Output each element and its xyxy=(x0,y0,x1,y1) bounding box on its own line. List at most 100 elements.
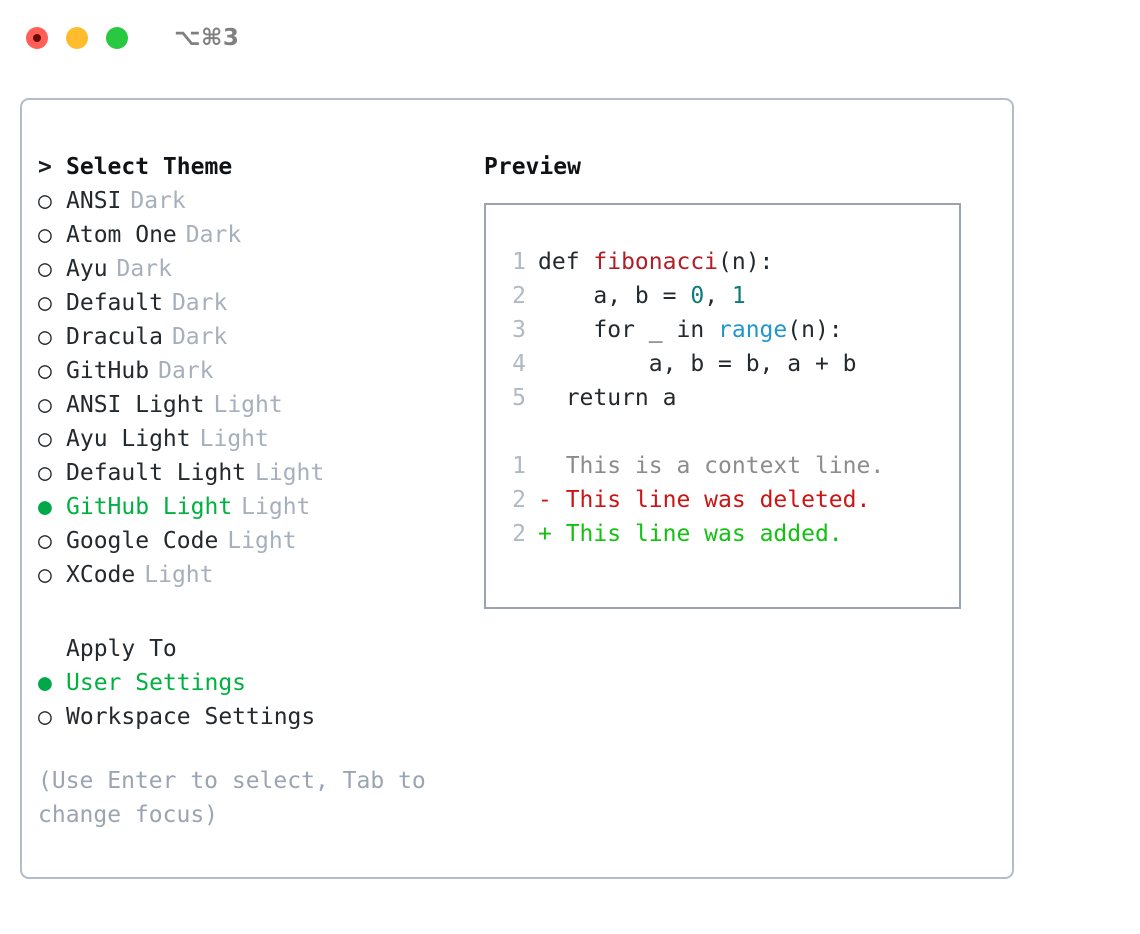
radio-unselected-icon: ○ xyxy=(38,290,52,316)
diff-line: 2- This line was deleted. xyxy=(500,483,959,517)
theme-name-label: XCode xyxy=(66,562,136,588)
apply-to-list: ● User Settings ○Workspace Settings xyxy=(38,666,484,734)
theme-list-item[interactable]: ○ GitHub Dark xyxy=(38,354,484,388)
code-token-fn: fibonacci xyxy=(593,249,719,275)
diff-line-number: 2 xyxy=(512,521,526,547)
code-sample: 1 def fibonacci(n): 2 a, b = 0, 1 3 for _ i… xyxy=(500,245,959,415)
radio-selected-icon: ● xyxy=(38,670,52,696)
apply-to-heading-label: Apply To xyxy=(66,636,177,662)
code-line: 4 a, b = b, a + b xyxy=(500,347,959,381)
code-token-plain: for _ in xyxy=(538,317,719,343)
apply-to-item-label: User Settings xyxy=(66,670,247,696)
radio-unselected-icon: ○ xyxy=(38,704,52,730)
theme-name-label: Ayu Light xyxy=(66,426,191,452)
code-diff-spacer xyxy=(500,415,959,449)
diff-text: This line was deleted. xyxy=(565,487,871,513)
code-token-plain: a, b = b, a + b xyxy=(538,351,857,377)
theme-name-label: GitHub xyxy=(66,358,150,384)
theme-name-label: Dracula xyxy=(66,324,163,350)
code-line-number: 3 xyxy=(512,317,526,343)
apply-to-item[interactable]: ○Workspace Settings xyxy=(38,700,484,734)
apply-to-item[interactable]: ● User Settings xyxy=(38,666,484,700)
theme-category-label: Light xyxy=(199,426,269,452)
theme-name-label: GitHub Light xyxy=(66,494,233,520)
theme-name-label: ANSI Light xyxy=(66,392,205,418)
radio-selected-icon: ● xyxy=(38,494,52,520)
diff-sample: 1 This is a context line.2- This line wa… xyxy=(500,449,959,551)
code-line-number: 1 xyxy=(512,249,526,275)
keyboard-shortcut-label: ⌥⌘3 xyxy=(174,25,240,51)
caret-icon: > xyxy=(38,154,52,180)
code-line: 5 return a xyxy=(500,381,959,415)
radio-unselected-icon: ○ xyxy=(38,460,52,486)
theme-list-item[interactable]: ○ Default Dark xyxy=(38,286,484,320)
code-line: 1 def fibonacci(n): xyxy=(500,245,959,279)
apply-to-heading: Apply To xyxy=(38,632,484,666)
theme-list-item[interactable]: ○ XCode Light xyxy=(38,558,484,592)
theme-name-label: Default Light xyxy=(66,460,247,486)
theme-list-item[interactable]: ○ Ayu Light Light xyxy=(38,422,484,456)
radio-unselected-icon: ○ xyxy=(38,426,52,452)
theme-category-label: Light xyxy=(241,494,311,520)
select-theme-heading-label: Select Theme xyxy=(66,154,233,180)
title-bar: ⌥⌘3 xyxy=(0,0,1140,76)
code-token-plain: , xyxy=(704,283,732,309)
code-line-number: 2 xyxy=(512,283,526,309)
diff-line-number: 1 xyxy=(512,453,526,479)
theme-category-label: Dark xyxy=(185,222,242,248)
diff-marker-del: - xyxy=(538,487,566,513)
theme-category-label: Dark xyxy=(158,358,214,384)
preview-box: 1 def fibonacci(n): 2 a, b = 0, 1 3 for _ i… xyxy=(484,203,961,609)
theme-category-label: Dark xyxy=(130,188,186,214)
radio-unselected-icon: ○ xyxy=(38,358,52,384)
radio-unselected-icon: ○ xyxy=(38,324,52,350)
radio-unselected-icon: ○ xyxy=(38,562,52,588)
code-line-number: 4 xyxy=(512,351,526,377)
diff-text: This is a context line. xyxy=(565,453,885,479)
code-line-text: def fibonacci(n): xyxy=(538,245,773,279)
code-token-num: 0 xyxy=(690,283,705,309)
code-token-plain: a, b = xyxy=(538,283,691,309)
theme-list-item[interactable]: ○ Atom One Dark xyxy=(38,218,484,252)
theme-category-label: Dark xyxy=(171,290,228,316)
close-button-icon[interactable] xyxy=(26,27,48,49)
diff-line-text-del: - This line was deleted. xyxy=(538,483,870,517)
code-token-num: 1 xyxy=(731,283,746,309)
diff-marker-context xyxy=(538,453,566,479)
radio-unselected-icon: ○ xyxy=(38,256,52,282)
code-line-text: a, b = b, a + b xyxy=(538,347,857,381)
theme-name-label: Atom One xyxy=(66,222,177,248)
theme-list-item[interactable]: ○ Dracula Dark xyxy=(38,320,484,354)
diff-line-text-context: This is a context line. xyxy=(538,449,885,483)
theme-category-label: Light xyxy=(144,562,214,588)
code-line: 3 for _ in range(n): xyxy=(500,313,959,347)
diff-marker-add: + xyxy=(538,521,566,547)
zoom-button-icon[interactable] xyxy=(106,27,128,49)
minimize-button-icon[interactable] xyxy=(66,27,88,49)
theme-name-label: Default xyxy=(66,290,163,316)
code-token-plain: return a xyxy=(538,385,677,411)
section-spacer xyxy=(38,592,484,632)
theme-category-label: Light xyxy=(255,460,325,486)
theme-list-item[interactable]: ● GitHub Light Light xyxy=(38,490,484,524)
diff-text: This line was added. xyxy=(565,521,843,547)
theme-list-item[interactable]: ○ Default Light Light xyxy=(38,456,484,490)
window-controls xyxy=(26,27,128,49)
apply-to-marker-placeholder xyxy=(38,632,66,666)
radio-unselected-icon: ○ xyxy=(38,222,52,248)
radio-unselected-icon: ○ xyxy=(38,188,52,214)
code-token-plain: (n): xyxy=(718,249,774,275)
code-line-text: return a xyxy=(538,381,677,415)
code-line-text: for _ in range(n): xyxy=(538,313,842,347)
code-line-number: 5 xyxy=(512,385,526,411)
code-token-builtin: range xyxy=(718,317,788,343)
theme-category-label: Dark xyxy=(171,324,228,350)
preview-title: Preview xyxy=(484,154,581,180)
